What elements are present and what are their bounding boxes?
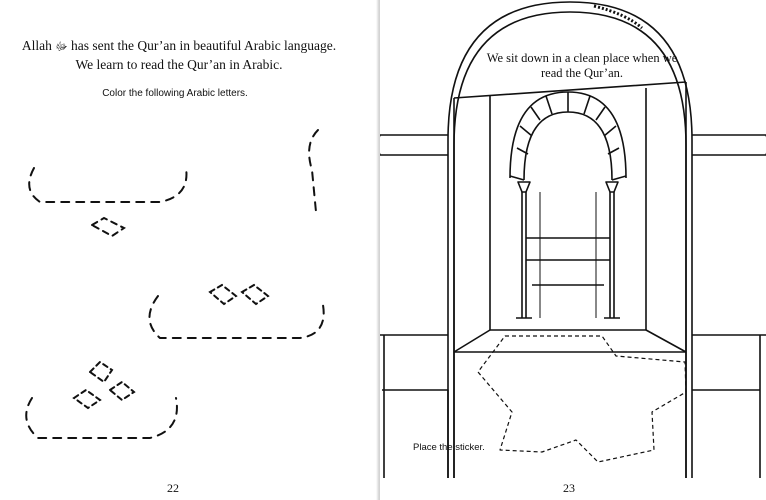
intro-text-start: Allah — [21, 38, 56, 53]
left-page: Allah ﷻ has sent the Qur’an in beautiful… — [0, 0, 378, 500]
dashed-letter-thaa — [148, 283, 325, 339]
coloring-instruction: Color the following Arabic letters. — [102, 88, 248, 99]
page-number: 22 — [167, 481, 179, 495]
intro-text-rest: has sent the Qur’an in beautiful Arabic … — [67, 38, 337, 72]
inner-frame — [453, 81, 687, 478]
dashed-arabic-letters — [25, 129, 325, 439]
allah-honorific-glyph: ﷻ — [55, 41, 68, 53]
mosque-arch-illustration — [380, 1, 766, 478]
right-page: We sit down in a clean place when we rea… — [380, 0, 766, 500]
page-number: 23 — [563, 481, 575, 495]
intro-text: Allah ﷻ has sent the Qur’an in beautiful… — [20, 37, 338, 73]
outer-arch-inner — [453, 11, 687, 478]
sticker-outline — [477, 335, 687, 463]
book-gutter — [376, 0, 382, 500]
sticker-instruction: Place the sticker. — [413, 442, 485, 453]
dashed-letter-thaa-2 — [25, 360, 178, 439]
outer-arch — [447, 1, 693, 478]
dashed-letter-alif — [308, 129, 319, 213]
mosque-caption: We sit down in a clean place when we rea… — [486, 51, 678, 80]
dashed-letter-taa — [28, 167, 188, 238]
